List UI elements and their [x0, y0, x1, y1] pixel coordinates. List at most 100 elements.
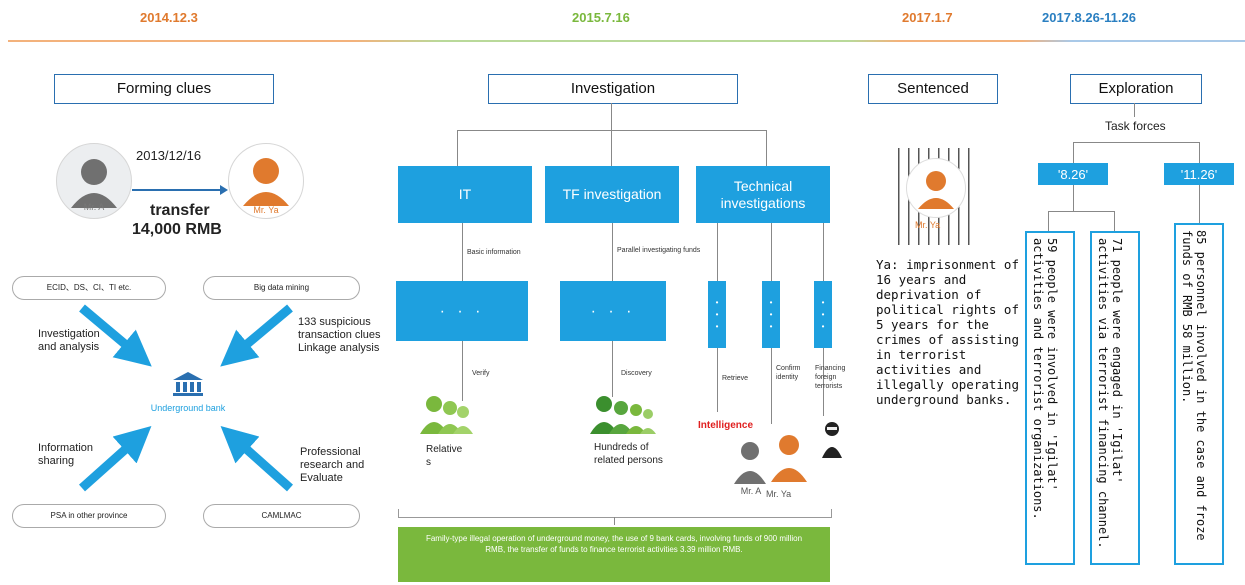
- exploration-title: Exploration: [1070, 74, 1202, 104]
- it-line2: [462, 341, 463, 401]
- tf-line1: [612, 223, 613, 281]
- box-tech-b: •••: [762, 281, 780, 348]
- financing-label: Financing foreign terrorists: [815, 365, 846, 390]
- summary-box: Family-type illegal operation of undergr…: [398, 527, 830, 582]
- parallel-label: Parallel investigating funds: [617, 247, 701, 254]
- timeline-line: [8, 40, 1245, 42]
- date-2017-range: 2017.8.26-11.26: [1042, 10, 1136, 25]
- relatives-group-icon: [420, 396, 473, 434]
- box-tf-investigation: TF investigation: [545, 166, 679, 223]
- box-tf-dots: · · ·: [560, 281, 666, 341]
- retrieve-label: Retrieve: [722, 375, 749, 382]
- box-tech-c: •••: [814, 281, 832, 348]
- inv-stem: [611, 103, 612, 130]
- person-gray-icon: [71, 159, 117, 208]
- prisoner-label: Mr. Ya: [915, 220, 941, 230]
- sentenced-title: Sentenced: [868, 74, 998, 104]
- forming-clues-title: Forming clues: [54, 74, 274, 104]
- clue-date: 2013/12/16: [136, 148, 202, 163]
- box-it: IT: [398, 166, 532, 223]
- label-investigation-analysis: Investigation and analysis: [38, 328, 100, 353]
- person-gray-small-icon: [734, 442, 766, 484]
- result-text-71: 71 people were engaged in 'Igilat' activ…: [1096, 238, 1124, 549]
- person-ya-avatar: Mr. Ya: [228, 143, 304, 219]
- person-orange-small-icon: [771, 435, 807, 482]
- exp-stem: [1134, 103, 1135, 117]
- task-forces-label: Task forces: [1105, 119, 1166, 133]
- hundreds-group-icon: [590, 396, 656, 434]
- arrow-tr: [220, 304, 293, 367]
- result-text-59: 59 people were involved in 'Igilat' acti…: [1031, 238, 1059, 520]
- pill-camlmac: CAMLMAC: [203, 504, 360, 528]
- label-information-sharing: Information sharing: [38, 442, 94, 467]
- exp-drop2: [1199, 142, 1200, 163]
- hundreds-label: Hundreds of related persons: [594, 442, 663, 466]
- tech-line-c: [823, 223, 824, 281]
- arrow-br: [220, 426, 293, 492]
- person-a-avatar: Mr. A: [56, 143, 132, 219]
- arrow-tl: [79, 304, 152, 367]
- tech-line-a: [717, 223, 718, 281]
- result-box-85: [1174, 223, 1224, 565]
- pill-ecid: ECID、DS、CI、TI etc.: [12, 276, 166, 300]
- transfer-arrow-line: [132, 189, 224, 191]
- tech-line-b: [771, 223, 772, 281]
- prisoner-avatar: [906, 158, 966, 218]
- exp-drop1: [1073, 142, 1074, 163]
- tag1-drop-a: [1048, 211, 1049, 231]
- inv-bar: [457, 130, 767, 131]
- person-a-label: Mr. A: [83, 202, 105, 212]
- person-orange-icon: [243, 158, 289, 206]
- inv-drop3: [766, 130, 767, 166]
- result-box-59: [1025, 231, 1075, 565]
- label-professional-research: Professional research and Evaluate: [300, 446, 365, 484]
- box-it-dots: · · ·: [396, 281, 528, 341]
- mr-ya-small-label: Mr. Ya: [766, 489, 792, 499]
- tag2-drop: [1199, 185, 1200, 223]
- terrorist-icon: [822, 422, 842, 458]
- inv-drop2: [611, 130, 612, 166]
- transfer-amount: 14,000 RMB: [132, 221, 222, 238]
- clue-arrows: [79, 304, 293, 492]
- tag1-drop: [1073, 185, 1074, 211]
- label-suspicious-clues: 133 suspicious transaction clues Linkage…: [298, 316, 381, 354]
- date-2017: 2017.1.7: [902, 10, 953, 25]
- underground-bank-label: Underground bank: [150, 403, 226, 413]
- date-2015: 2015.7.16: [572, 10, 630, 25]
- transfer-text: transfer: [150, 202, 210, 219]
- person-ya-label: Mr. Ya: [253, 205, 279, 215]
- arrow-bl: [79, 426, 152, 492]
- mr-a-small-label: Mr. A: [740, 486, 762, 496]
- transfer-arrowhead: [220, 185, 228, 195]
- bank-icon: [173, 372, 203, 396]
- it-line1: [462, 223, 463, 281]
- box-tech-a: •••: [708, 281, 726, 348]
- box-technical-investigations: Technical investigations: [696, 166, 830, 223]
- pill-psa: PSA in other province: [12, 504, 166, 528]
- tech-line-b2: [771, 348, 772, 424]
- tech-line-c2: [823, 348, 824, 416]
- tag-8-26: '8.26': [1038, 163, 1108, 185]
- result-text-85: 85 personnel involved in the case and fr…: [1180, 230, 1208, 541]
- investigation-title: Investigation: [488, 74, 738, 104]
- bottom-bracket: [398, 509, 832, 518]
- confirm-label: Confirm identity: [776, 365, 801, 381]
- tag1-drop-b: [1114, 211, 1115, 231]
- intelligence-label: Intelligence: [698, 420, 754, 431]
- date-2014: 2014.12.3: [140, 10, 198, 25]
- result-box-71: [1090, 231, 1140, 565]
- tag1-bar: [1048, 211, 1114, 212]
- verify-label: Verify: [472, 370, 490, 377]
- tech-line-a2: [717, 348, 718, 412]
- tf-line2: [612, 341, 613, 397]
- person-prisoner-icon: [918, 171, 954, 209]
- sentence-text: Ya: imprisonment of 16 years and depriva…: [876, 257, 1019, 407]
- relatives-label: Relative s: [426, 444, 463, 468]
- discovery-label: Discovery: [621, 370, 652, 377]
- basic-info-label: Basic information: [467, 249, 521, 256]
- bracket-tip: [614, 517, 615, 525]
- exp-bar: [1073, 142, 1199, 143]
- inv-drop1: [457, 130, 458, 166]
- tag-11-26: '11.26': [1164, 163, 1234, 185]
- pill-big-data: Big data mining: [203, 276, 360, 300]
